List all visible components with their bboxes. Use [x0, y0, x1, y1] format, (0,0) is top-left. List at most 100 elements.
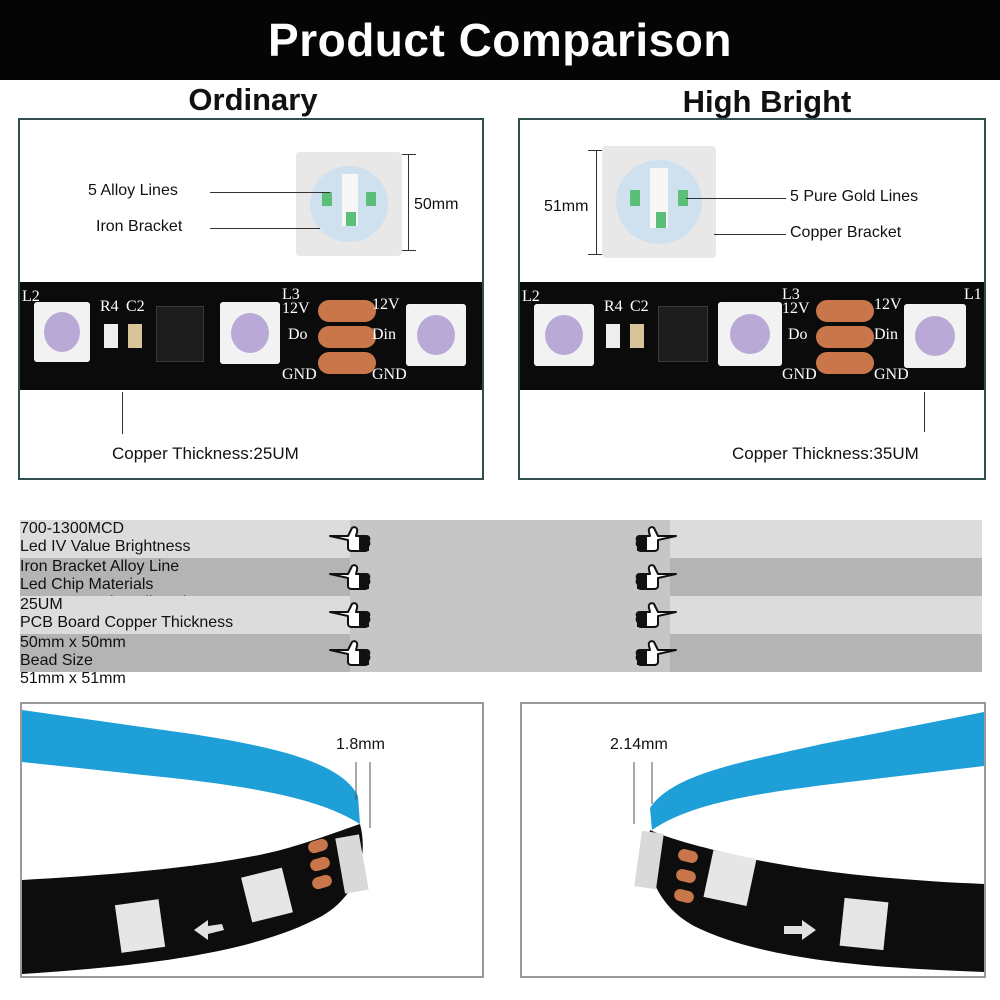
- led-chip: [34, 302, 90, 362]
- right-column-heading: High Bright: [682, 84, 852, 119]
- solder-pad: [312, 874, 332, 890]
- strip-thickness-label: 2.14mm: [610, 736, 668, 753]
- bead-chip: [656, 212, 666, 228]
- bead-size-label: 50mm: [414, 196, 459, 213]
- pcb-label-c2: C2: [126, 298, 145, 315]
- dimension-line: [596, 150, 597, 254]
- pcb-label-12v: 12V: [372, 296, 400, 313]
- table-cell-feature: Bead Size: [20, 652, 93, 669]
- bead-chip: [346, 212, 356, 226]
- dimension-tick: [402, 250, 416, 251]
- pcb-label-do: Do: [288, 326, 308, 343]
- pcb-label-gnd: GND: [372, 366, 407, 383]
- pcb-strip-high-bright: L2 R4 C2 L3 12V Do GND 12V Din GND L1: [520, 282, 984, 390]
- solder-pad: [816, 352, 874, 374]
- table-middle-band: [350, 558, 670, 596]
- capacitor: [630, 324, 644, 348]
- solder-pad: [678, 849, 698, 863]
- table-middle-band: [350, 596, 670, 634]
- pointing-hand-left-icon: [328, 600, 372, 630]
- pointing-hand-left-icon: [328, 638, 372, 668]
- led-chip: [220, 302, 280, 364]
- solder-pad: [674, 889, 694, 903]
- pointing-hand-left-icon: [328, 524, 372, 554]
- bead-chip: [630, 190, 640, 206]
- pcb-label-l1: L1: [964, 286, 982, 303]
- callout-line: [210, 228, 320, 229]
- pcb-label-l2: L2: [22, 288, 40, 305]
- copper-bracket-label: Copper Bracket: [790, 224, 902, 241]
- bead-chip: [322, 192, 332, 206]
- strip-thickness-label: 1.8mm: [336, 736, 385, 753]
- table-cell-feature: Led IV Value Brightness: [20, 538, 191, 555]
- strip-backing: [22, 710, 360, 824]
- pcb-label-l2: L2: [522, 288, 540, 305]
- strip-pcb: [647, 830, 984, 972]
- arrow-icon: [194, 920, 224, 940]
- led-chip: [406, 304, 466, 366]
- led-chip: [703, 849, 757, 907]
- solder-pad: [308, 838, 328, 854]
- table-cell-high-bright: 51mm x 51mm: [20, 670, 126, 687]
- pcb-label-gnd: GND: [782, 366, 817, 383]
- callout-line: [686, 198, 786, 199]
- pcb-label-r4: R4: [604, 298, 623, 315]
- table-middle-band: [350, 634, 670, 672]
- pcb-label-din: Din: [372, 326, 396, 343]
- pcb-label-gnd: GND: [874, 366, 909, 383]
- led-bead-high-bright: [602, 146, 716, 258]
- resistor: [606, 324, 620, 348]
- led-chip-edge: [335, 834, 369, 894]
- pcb-label-do: Do: [788, 326, 808, 343]
- pcb-label-12v: 12V: [282, 300, 310, 317]
- pcb-label-12v: 12V: [874, 296, 902, 313]
- arrow-icon: [784, 920, 816, 940]
- table-middle-band: [350, 520, 670, 558]
- led-chip: [904, 304, 966, 368]
- table-cell-ordinary: 25UM: [20, 596, 63, 613]
- high-bright-panel: 51mm 5 Pure Gold Lines Copper Bracket L2…: [518, 118, 986, 480]
- pcb-label-l3: L3: [782, 286, 800, 303]
- table-cell-ordinary: Iron Bracket Alloy Line: [20, 558, 180, 575]
- table-cell-feature: Led Chip Materials: [20, 576, 154, 593]
- pcb-label-l3: L3: [282, 286, 300, 303]
- resistor: [104, 324, 118, 348]
- led-chip-edge: [634, 830, 664, 890]
- led-chip: [718, 302, 782, 366]
- pcb-label-gnd: GND: [282, 366, 317, 383]
- pcb-label-12v: 12V: [782, 300, 810, 317]
- pointing-hand-right-icon: [634, 638, 678, 668]
- dimension-tick: [588, 254, 604, 255]
- page-title: Product Comparison: [0, 0, 1000, 80]
- bead-chip: [366, 192, 376, 206]
- table-cell-feature: PCB Board Copper Thickness: [20, 614, 234, 631]
- led-chip: [839, 897, 889, 951]
- table-cell-ordinary: 700-1300MCD: [20, 520, 125, 537]
- capacitor: [128, 324, 142, 348]
- solder-pad: [318, 300, 376, 322]
- gold-lines-label: 5 Pure Gold Lines: [790, 188, 919, 205]
- solder-pad: [816, 300, 874, 322]
- led-bead-ordinary: [296, 152, 402, 256]
- callout-line: [714, 234, 786, 235]
- dimension-line: [408, 154, 409, 250]
- left-column-heading: Ordinary: [188, 82, 318, 117]
- led-chip: [241, 867, 293, 923]
- copper-thickness-label: Copper Thickness:25UM: [112, 444, 299, 463]
- bead-size-label: 51mm: [544, 198, 589, 215]
- pcb-strip-ordinary: L2 R4 C2 L3 12V Do GND 12V Din GND: [20, 282, 482, 390]
- ic-chip: [658, 306, 708, 362]
- ordinary-panel: 50mm 5 Alloy Lines Iron Bracket L2 R4 C2…: [18, 118, 484, 480]
- solder-pad: [318, 326, 376, 348]
- pcb-label-din: Din: [874, 326, 898, 343]
- ordinary-strip-illustration: [22, 710, 371, 974]
- high-bright-strip-photo: 2.14mm: [520, 702, 986, 978]
- callout-line: [210, 192, 330, 193]
- copper-thickness-label: Copper Thickness:35UM: [732, 444, 919, 463]
- solder-pad: [676, 869, 696, 883]
- ordinary-strip-photo: 1.8mm: [20, 702, 484, 978]
